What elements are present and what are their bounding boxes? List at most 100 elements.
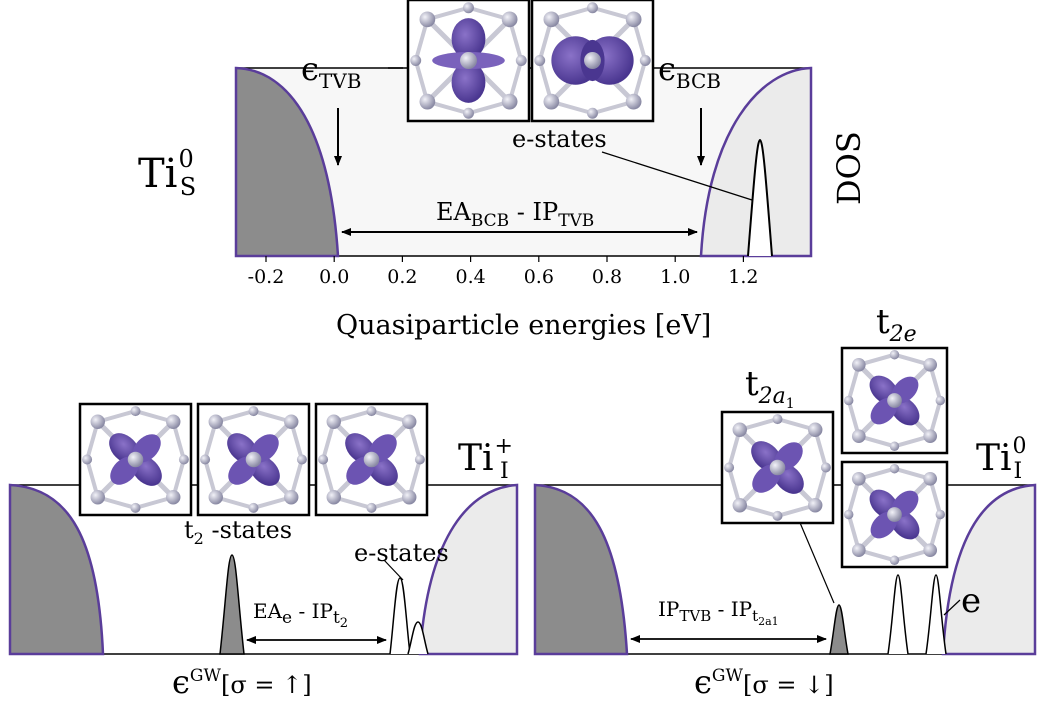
- lattice-atom: [923, 429, 938, 444]
- lattice-atom: [889, 463, 900, 474]
- bl-e-peak-2: [407, 621, 429, 655]
- inset-t2a1: [720, 410, 835, 525]
- lattice-atom: [534, 55, 546, 66]
- lattice-atom: [732, 422, 747, 437]
- lattice-atom: [843, 509, 854, 520]
- x-tick-label: 1.0: [660, 266, 690, 288]
- top-valence-band: [234, 66, 340, 258]
- lattice-atom: [584, 52, 601, 69]
- lattice-atom: [366, 502, 377, 513]
- lattice-atom: [935, 395, 946, 406]
- lattice-atom: [248, 406, 259, 417]
- bl-e-states-label: e-states: [354, 539, 449, 567]
- lattice-atom: [130, 502, 141, 513]
- lattice-atom: [284, 414, 299, 429]
- lattice-atom: [200, 454, 211, 465]
- lattice-atom: [178, 454, 189, 465]
- lattice-atom: [851, 429, 866, 444]
- x-tick-label: 1.2: [728, 266, 758, 288]
- lattice-atom: [414, 454, 425, 465]
- lattice-atom: [208, 414, 223, 429]
- br-e-pointer: [943, 599, 961, 616]
- x-tick-label: 0.0: [319, 266, 349, 288]
- lattice-atom: [318, 454, 329, 465]
- lattice-atom: [501, 93, 518, 110]
- br-e-peak: [925, 574, 947, 655]
- gap-label-top: EABCB - IPTVB: [436, 198, 594, 231]
- br-valence-band: [533, 483, 629, 656]
- lattice-atom: [326, 414, 341, 429]
- bl-e-peak-1: [389, 577, 411, 655]
- lattice-atom: [419, 11, 436, 28]
- lattice-atom: [639, 55, 651, 66]
- lattice-atom: [501, 11, 518, 28]
- lattice-atom: [166, 414, 181, 429]
- x-axis-title: Quasiparticle energies [eV]: [336, 310, 711, 341]
- lattice-atom: [889, 441, 900, 452]
- lattice-atom: [402, 414, 417, 429]
- lattice-atom: [245, 451, 262, 468]
- bl-valence-band: [8, 483, 105, 656]
- br-axis-label: ϵGW[σ = ↓]: [694, 663, 834, 701]
- inset-bl-3: [314, 402, 429, 517]
- lattice-atom: [130, 406, 141, 417]
- lattice-atom: [887, 507, 902, 522]
- lattice-atom: [543, 11, 560, 28]
- x-tick-label: 0.4: [455, 266, 485, 288]
- lattice-atom: [296, 454, 307, 465]
- lattice-atom: [284, 490, 299, 505]
- lattice-atom: [127, 451, 144, 468]
- lattice-atom: [460, 52, 477, 69]
- lattice-atom: [543, 93, 560, 110]
- lattice-atom: [889, 349, 900, 360]
- lattice-atom: [923, 471, 938, 486]
- inset-bl-1: [78, 402, 193, 517]
- top-e-state-peak: [747, 138, 773, 257]
- lattice-atom: [82, 454, 93, 465]
- bl-t2-states-label: t2 -states: [184, 516, 292, 548]
- lattice-atom: [366, 406, 377, 417]
- lattice-atom: [363, 451, 380, 468]
- br-t2a1-peak: [829, 604, 849, 655]
- lattice-atom: [515, 55, 527, 66]
- lattice-atom: [463, 2, 474, 14]
- bl-gap-label: EAe - IPt2: [253, 599, 348, 631]
- t2e-label: t2e: [876, 302, 917, 347]
- tvb-label: ϵTVB: [301, 50, 361, 93]
- orbital-lobe: [451, 61, 486, 103]
- lattice-atom: [419, 93, 436, 110]
- inset-top-dx2: [530, 0, 655, 123]
- lattice-atom: [851, 357, 866, 372]
- inset-bl-2: [196, 402, 311, 517]
- x-tick-label: 0.2: [387, 266, 417, 288]
- lattice-atom: [326, 490, 341, 505]
- lattice-atom: [772, 510, 783, 521]
- x-tick-label: 0.8: [592, 266, 622, 288]
- lattice-atom: [166, 490, 181, 505]
- lattice-atom: [889, 555, 900, 566]
- lattice-atom: [769, 459, 786, 476]
- inset-top-dz2: [406, 0, 531, 123]
- lattice-atom: [90, 490, 105, 505]
- lattice-atom: [843, 395, 854, 406]
- inset-t2e-2: [840, 460, 949, 569]
- lattice-atom: [851, 543, 866, 558]
- orbital-lobe: [451, 18, 486, 60]
- lattice-atom: [208, 490, 223, 505]
- lattice-atom: [772, 414, 783, 425]
- lattice-atom: [248, 502, 259, 513]
- e-states-label: e-states: [512, 125, 607, 153]
- bcb-label: ϵBCB: [658, 50, 721, 93]
- lattice-atom: [851, 471, 866, 486]
- lattice-atom: [923, 357, 938, 372]
- bl-axis-label: ϵGW[σ = ↑]: [172, 663, 312, 701]
- x-tick-label: -0.2: [248, 266, 285, 288]
- br-t2e-peak: [887, 574, 909, 655]
- lattice-atom: [935, 509, 946, 520]
- br-t2a1-pointer: [797, 517, 835, 604]
- lattice-atom: [625, 93, 642, 110]
